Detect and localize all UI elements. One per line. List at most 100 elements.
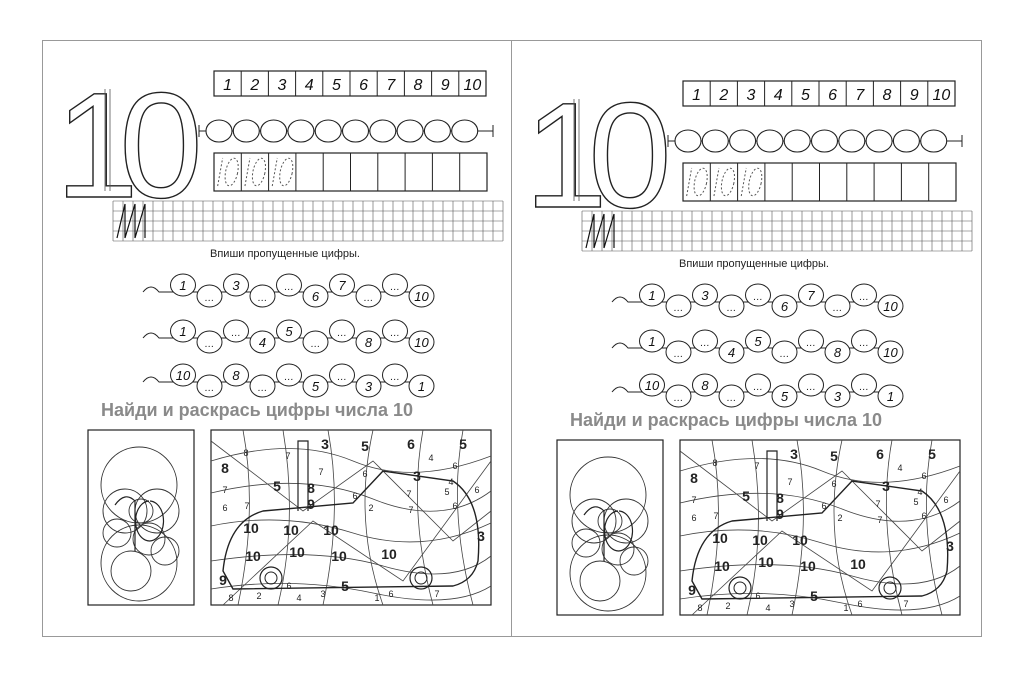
chain-bead: 3 xyxy=(223,273,249,297)
chain-bead: 6 xyxy=(302,284,329,308)
bead xyxy=(396,119,424,143)
mosaic-number: 5 xyxy=(341,578,349,594)
mosaic-number: 6 xyxy=(831,479,836,489)
chain-bead-value: 1 xyxy=(418,379,425,394)
bead xyxy=(920,129,948,153)
mosaic-number: 10 xyxy=(712,530,728,546)
chain-bead: … xyxy=(851,373,877,397)
bead xyxy=(369,119,397,143)
bead xyxy=(729,129,757,153)
bead xyxy=(810,129,839,153)
chain-bead: … xyxy=(382,363,408,387)
bead xyxy=(341,119,370,143)
strip-number: 3 xyxy=(747,87,756,104)
mosaic-number: 6 xyxy=(352,491,357,501)
chain-bead: … xyxy=(196,284,223,308)
chain-bead: 8 xyxy=(692,373,718,397)
chain-bead: 3 xyxy=(355,374,382,398)
mosaic-number: 4 xyxy=(917,487,922,497)
chain-bead: … xyxy=(718,294,745,318)
mosaic-number: 7 xyxy=(691,495,696,505)
chain-bead-value: … xyxy=(258,293,268,304)
big-digit-zero: 0 xyxy=(588,71,671,239)
mosaic-number: 3 xyxy=(321,436,329,452)
bead xyxy=(701,129,729,153)
mosaic-number: 10 xyxy=(331,548,347,564)
strip-number: 1 xyxy=(223,77,232,94)
chain-bead: 7 xyxy=(798,283,824,307)
chain-bead-value: 1 xyxy=(648,334,655,349)
chain-bead: 10 xyxy=(639,373,665,397)
chain-bead: 8 xyxy=(355,330,382,354)
chain-bead-value: 10 xyxy=(414,335,429,350)
chain-bead: … xyxy=(665,384,692,408)
chain-bead-value: 3 xyxy=(701,288,709,303)
strip-number: 7 xyxy=(855,87,865,104)
mosaic-number: 3 xyxy=(320,589,325,599)
mosaic-number: 9 xyxy=(307,496,315,512)
mosaic-number: 2 xyxy=(837,513,842,523)
chain-bead-value: 8 xyxy=(232,368,240,383)
mosaic-number: 10 xyxy=(283,522,299,538)
mosaic-number: 6 xyxy=(921,471,926,481)
chain-bead-value: 1 xyxy=(179,324,186,339)
chain-bead: 6 xyxy=(771,294,798,318)
chain-bead-value: 3 xyxy=(365,379,373,394)
chain-bead-value: … xyxy=(390,372,400,383)
chain-bead: … xyxy=(223,319,249,343)
strip-number: 7 xyxy=(386,77,396,94)
chain-bead: 1 xyxy=(639,329,665,353)
bead xyxy=(423,119,451,143)
mosaic-number: 6 xyxy=(407,436,415,452)
chain-bead: 1 xyxy=(170,319,196,343)
chain-bead-value: … xyxy=(780,349,790,360)
chain-bead-value: … xyxy=(727,393,737,404)
mosaic-number: 10 xyxy=(758,554,774,570)
mosaic-number: 4 xyxy=(765,603,770,613)
mosaic-number: 7 xyxy=(318,467,323,477)
mosaic-number: 8 xyxy=(776,490,784,506)
mosaic-number: 10 xyxy=(289,544,305,560)
chain-bead-value: … xyxy=(390,328,400,339)
strip-number: 5 xyxy=(801,87,810,104)
instruction-caption: Впиши пропущенные цифры. xyxy=(210,248,360,260)
writing-grid xyxy=(581,210,973,252)
chain-bead-value: … xyxy=(753,292,763,303)
mosaic-number: 7 xyxy=(434,589,439,599)
mosaic-number: 10 xyxy=(850,556,866,572)
chain-bead: 8 xyxy=(223,363,249,387)
writing-grid xyxy=(112,200,504,242)
mosaic-number: 7 xyxy=(787,477,792,487)
bead xyxy=(865,129,893,153)
mosaic-number: 7 xyxy=(406,489,411,499)
bead xyxy=(314,119,342,143)
strip-number: 8 xyxy=(883,87,892,104)
chain-bead: 1 xyxy=(170,273,196,297)
big-digit-one: 1 xyxy=(55,61,138,229)
strip-number: 8 xyxy=(414,77,423,94)
mosaic-number: 2 xyxy=(368,503,373,513)
bead-chain-row: 1…3……67……10 xyxy=(611,283,904,318)
mosaic-number: 4 xyxy=(296,593,301,603)
chain-bead: … xyxy=(355,284,382,308)
hidden-ten-panel xyxy=(556,439,664,616)
bead xyxy=(451,119,479,143)
mosaic-number: 4 xyxy=(448,477,453,487)
mosaic-number: 10 xyxy=(245,548,261,564)
chain-bead: … xyxy=(276,273,302,297)
chain-bead-value: … xyxy=(859,338,869,349)
mosaic-number: 7 xyxy=(903,599,908,609)
chain-bead-value: 1 xyxy=(887,389,894,404)
mosaic-number: 7 xyxy=(285,451,290,461)
strip-number: 10 xyxy=(464,77,482,94)
chain-bead-value: … xyxy=(700,338,710,349)
chain-bead-value: 8 xyxy=(365,335,373,350)
coloring-heading: Найди и раскрась цифры числа 10 xyxy=(101,400,413,420)
mosaic-number: 8 xyxy=(712,458,717,468)
